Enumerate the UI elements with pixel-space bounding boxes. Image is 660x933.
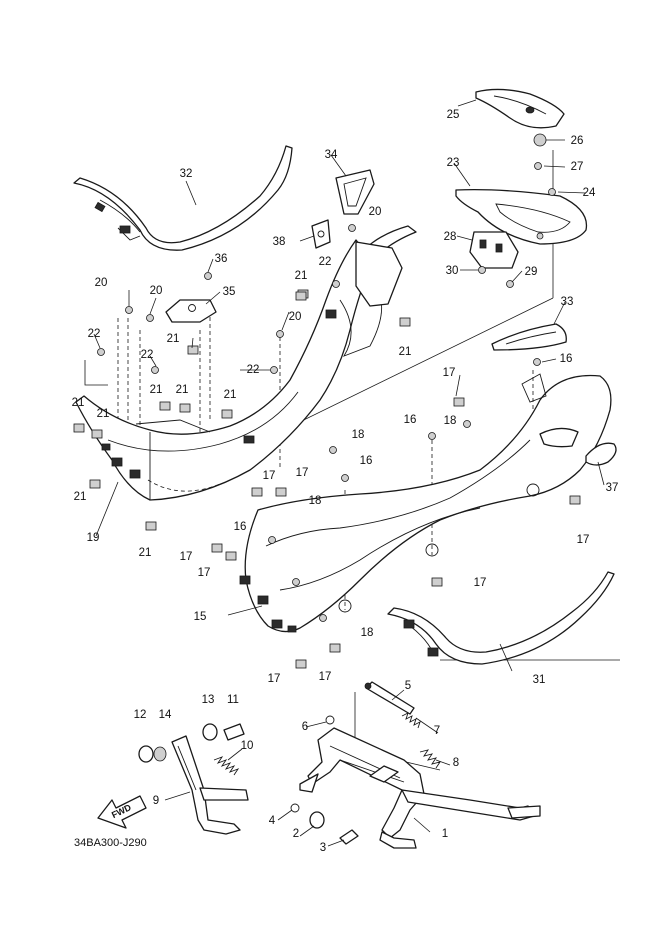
- callout-21i: 21: [74, 491, 87, 503]
- callout-17c: 17: [296, 467, 309, 479]
- callout-35: 35: [223, 286, 236, 298]
- callout-22a: 22: [319, 256, 332, 268]
- callout-21a: 21: [295, 270, 308, 282]
- callout-21g: 21: [72, 397, 85, 409]
- callout-6: 6: [302, 721, 308, 733]
- callout-9: 9: [153, 795, 159, 807]
- callout-4: 4: [269, 815, 276, 827]
- callout-17d: 17: [577, 534, 590, 546]
- leader-lines: [93, 99, 605, 847]
- callout-33: 33: [561, 296, 574, 308]
- part-35-bracket: [165, 299, 217, 323]
- callout-22d: 22: [247, 364, 260, 376]
- part-31-side-cover: [387, 571, 615, 665]
- callout-31: 31: [533, 674, 546, 686]
- callout-labels: 1 2 3 4 5 6 7 8 9 10 11 12 13 14 15 16 1…: [72, 109, 619, 854]
- callout-1: 1: [442, 828, 448, 840]
- callout-22c: 22: [141, 349, 154, 361]
- callout-21f: 21: [224, 389, 237, 401]
- callout-20c: 20: [150, 285, 163, 297]
- callout-10: 10: [241, 740, 254, 752]
- callout-27: 27: [571, 161, 584, 173]
- callout-21h: 21: [97, 408, 110, 420]
- callout-21b: 21: [167, 333, 180, 345]
- callout-32: 32: [180, 168, 193, 180]
- callout-34: 34: [325, 149, 338, 161]
- callout-22b: 22: [88, 328, 101, 340]
- callout-16d: 16: [234, 521, 247, 533]
- part-37-cap: [585, 442, 617, 466]
- callout-29: 29: [525, 266, 538, 278]
- part-34-cover: [335, 169, 375, 215]
- callout-20d: 20: [289, 311, 302, 323]
- callout-37: 37: [606, 482, 619, 494]
- part-25-cover: [475, 88, 565, 129]
- callout-21e: 21: [176, 384, 189, 396]
- callout-14: 14: [159, 709, 172, 721]
- part-28-bracket: [469, 231, 519, 269]
- callout-21d: 21: [150, 384, 163, 396]
- callout-38: 38: [273, 236, 286, 248]
- drawing-code: 34BA300-J290: [74, 837, 147, 849]
- callout-19: 19: [87, 532, 100, 544]
- callout-21c: 21: [399, 346, 412, 358]
- callout-16a: 16: [560, 353, 573, 365]
- callout-30: 30: [446, 265, 459, 277]
- callout-28: 28: [444, 231, 457, 243]
- callout-8: 8: [453, 757, 459, 769]
- part-23-cover: [455, 188, 588, 245]
- callout-12: 12: [134, 709, 147, 721]
- callout-25: 25: [447, 109, 460, 121]
- callout-5: 5: [405, 680, 411, 692]
- callout-17i: 17: [319, 671, 332, 683]
- callout-23: 23: [447, 157, 460, 169]
- callout-15: 15: [194, 611, 207, 623]
- part-9-side-stand: [171, 735, 249, 835]
- callout-11: 11: [227, 694, 239, 706]
- callout-16c: 16: [360, 455, 373, 467]
- callout-26: 26: [571, 135, 584, 147]
- callout-17b: 17: [263, 470, 276, 482]
- callout-18c: 18: [309, 495, 322, 507]
- part-15-floorboard: [239, 373, 612, 633]
- fasteners: [73, 133, 581, 669]
- callout-18a: 18: [444, 415, 457, 427]
- part-1-main-stand: [299, 727, 541, 849]
- callout-16b: 16: [404, 414, 417, 426]
- callout-13: 13: [202, 694, 215, 706]
- springs: [213, 712, 442, 776]
- part-38-clip: [311, 219, 331, 249]
- callout-24: 24: [583, 187, 596, 199]
- callout-17e: 17: [180, 551, 193, 563]
- callout-17f: 17: [198, 567, 211, 579]
- small-hardware: [138, 715, 359, 845]
- callout-2: 2: [293, 828, 299, 840]
- callout-18d: 18: [361, 627, 374, 639]
- part-33-cover: [491, 323, 567, 351]
- callout-36: 36: [215, 253, 228, 265]
- callout-17g: 17: [474, 577, 487, 589]
- callout-7: 7: [434, 725, 440, 737]
- part-19-floor-cover: [75, 225, 417, 501]
- callout-20a: 20: [369, 206, 382, 218]
- part-5-bolt: [364, 681, 415, 715]
- callout-17a: 17: [443, 367, 456, 379]
- callout-3: 3: [320, 842, 326, 854]
- fwd-arrow-icon: FWD: [97, 795, 147, 829]
- callout-20b: 20: [95, 277, 108, 289]
- callout-18b: 18: [352, 429, 365, 441]
- callout-21j: 21: [139, 547, 152, 559]
- part-32-cover: [73, 145, 293, 251]
- callout-17h: 17: [268, 673, 281, 685]
